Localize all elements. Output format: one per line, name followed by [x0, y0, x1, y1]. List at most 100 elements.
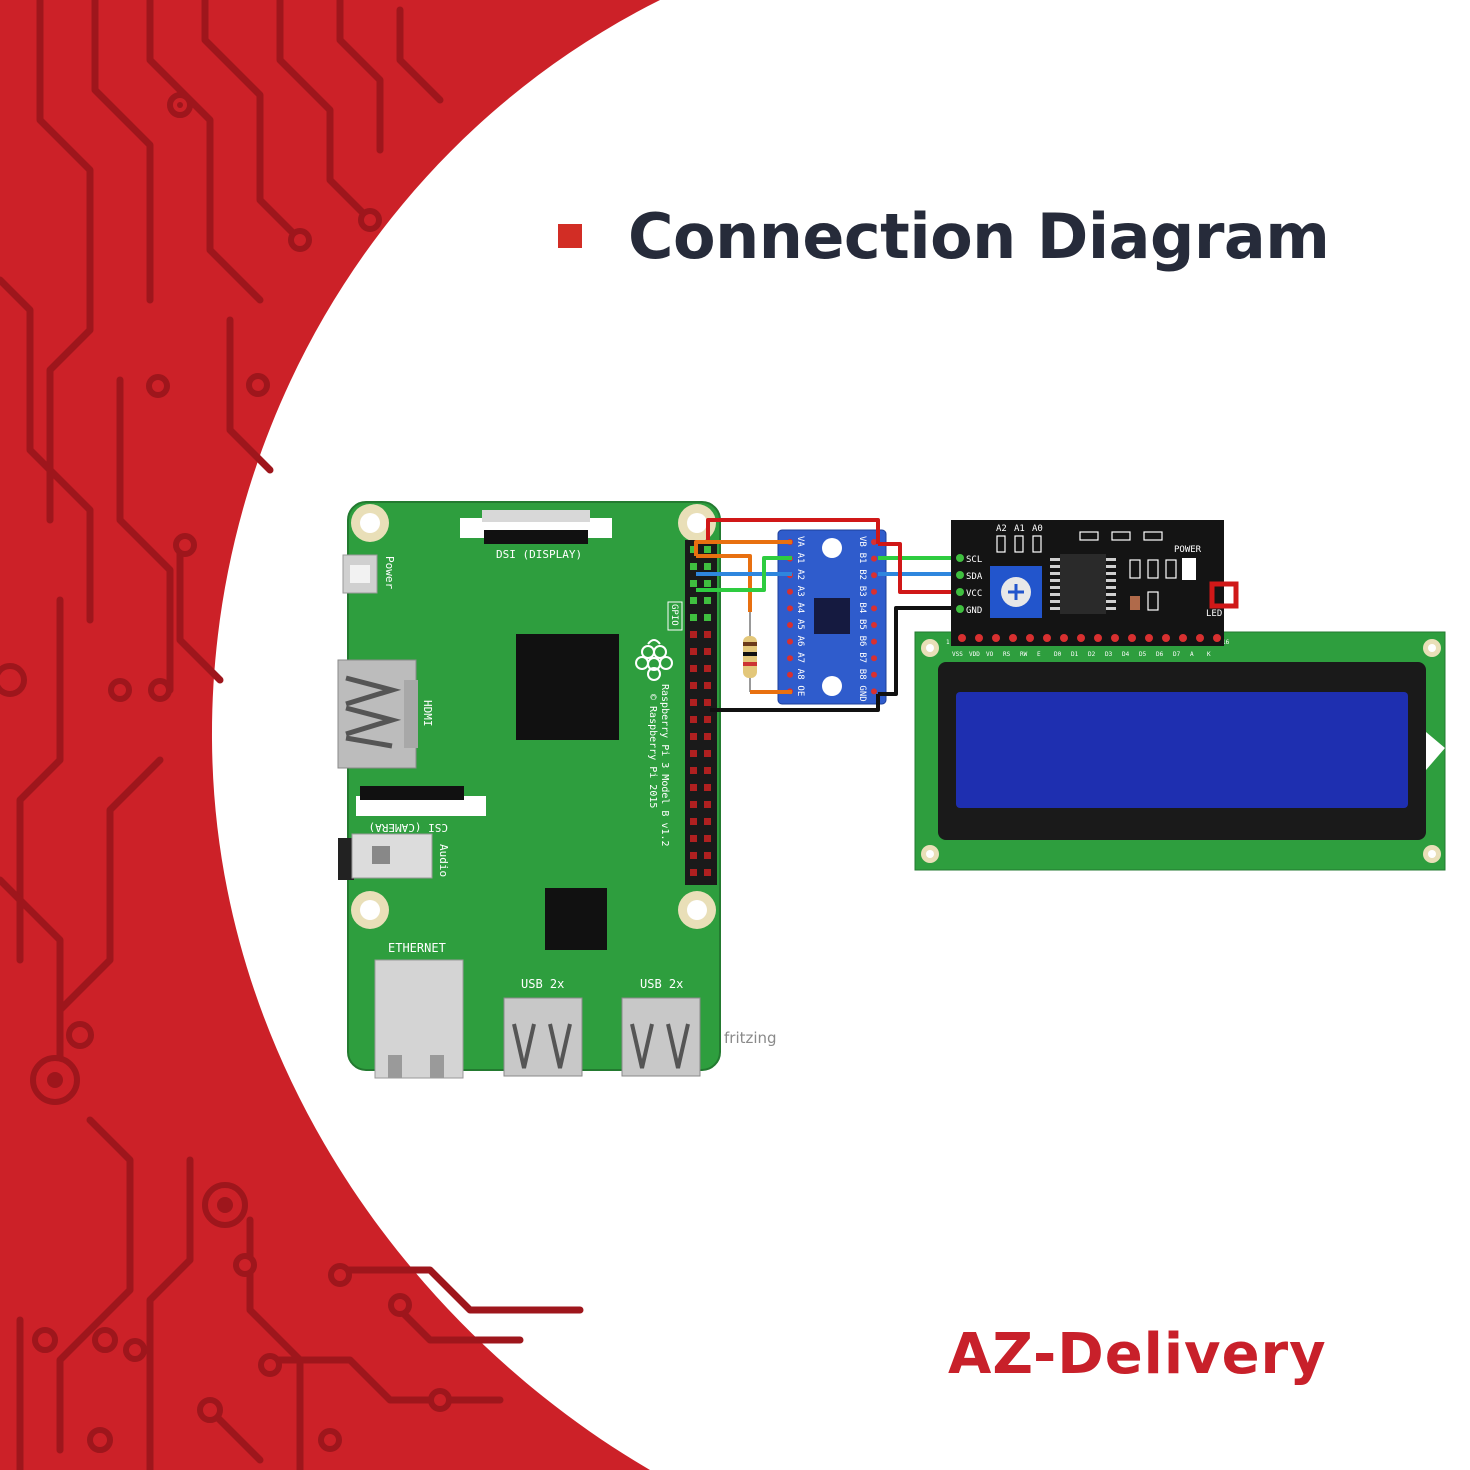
level-shifter-pin [787, 588, 793, 595]
gpio-pin [704, 597, 711, 604]
level-shifter-right-pin-label: B5 [857, 619, 867, 630]
dsi-connector [460, 510, 612, 544]
i2c-pin [956, 588, 964, 596]
i2c-power-label: POWER [1174, 545, 1202, 555]
title-area: Connection Diagram [558, 196, 1330, 276]
level-shifter-right-pin-label: GND [857, 685, 867, 701]
usb-port-2 [621, 997, 701, 1077]
lcd-pin-label: A [1190, 651, 1194, 658]
level-shifter-right-pin-label: B6 [857, 636, 867, 647]
lcd-pin-label: D1 [1071, 651, 1079, 658]
hdmi-label: HDMI [421, 700, 434, 727]
level-shifter-left-pin-label: A2 [795, 569, 805, 580]
lcd-pin-label: D7 [1173, 651, 1181, 658]
csi-label: CSI (CAMERA) [369, 821, 448, 834]
lcd-pin-label: E [1037, 651, 1041, 658]
gpio-pin [704, 648, 711, 655]
soc-chip [516, 634, 619, 740]
lcd-pin-label: D0 [1054, 651, 1062, 658]
wire-orange-3v3 [694, 540, 792, 556]
i2c-pin-label: SCL [966, 555, 982, 565]
led-jumper [1209, 581, 1239, 609]
address-jumper [996, 535, 1006, 553]
level-shifter-left-pin-label: A5 [795, 619, 805, 630]
hdmi-port [337, 659, 418, 769]
header-pin [1145, 634, 1153, 642]
level-shifter-left-pin-label: A6 [795, 636, 805, 647]
lcd-pin-label: D4 [1122, 651, 1130, 658]
gpio-pin [690, 682, 697, 689]
header-pin [1111, 634, 1119, 642]
gpio-pin [690, 563, 697, 570]
level-shifter-left-pin-label: VA [795, 536, 805, 547]
header-pin [1162, 634, 1170, 642]
gpio-pin [704, 631, 711, 638]
level-shifter-right-pin-label: B8 [857, 669, 867, 680]
header-pin [1043, 634, 1051, 642]
level-shifter-right-pin-label: B2 [857, 569, 867, 580]
gpio-pin [690, 852, 697, 859]
i2c-address-label: A1 [1014, 524, 1025, 534]
lcd-pin-start: 1 [946, 639, 950, 646]
gpio-pin [704, 818, 711, 825]
gpio-pin [704, 767, 711, 774]
level-shifter-pin [871, 572, 877, 579]
copyright-label: © Raspberry Pi 2015 [647, 694, 658, 808]
power-led [1182, 558, 1196, 580]
gpio-pin [690, 835, 697, 842]
lcd-pin-label: D3 [1105, 651, 1113, 658]
header-pin [1196, 634, 1204, 642]
i2c-address-label: A2 [996, 524, 1007, 534]
gpio-pin [704, 563, 711, 570]
gpio-pin [704, 750, 711, 757]
gpio-pin [704, 869, 711, 876]
wire-red-5v [706, 518, 880, 544]
i2c-pin-label: GND [966, 606, 982, 616]
level-shifter-right-pin-label: B7 [857, 652, 867, 663]
header-pin [1009, 634, 1017, 642]
wire-green-sda [696, 556, 792, 592]
gpio-pin [704, 665, 711, 672]
lcd-screen [956, 692, 1408, 808]
i2c-pin [956, 554, 964, 562]
level-shifter-right-pin-label: B3 [857, 586, 867, 597]
level-shifter-left-pin-label: OE [795, 685, 805, 696]
level-shifter-pin [787, 655, 793, 662]
lcd-pin-label: VDD [969, 651, 980, 658]
usb-label-2: USB 2x [640, 977, 683, 991]
level-shifter-right-pin-label: B4 [857, 602, 867, 613]
gpio-pin [704, 801, 711, 808]
lcd-pin-label: D6 [1156, 651, 1164, 658]
level-shifter-left-pin-label: A7 [795, 652, 805, 663]
gpio-header [685, 540, 717, 885]
address-jumper [1014, 535, 1024, 553]
level-shifter-pin [871, 555, 877, 562]
lcd-pin-label: RS [1003, 651, 1011, 658]
gpio-pin [690, 750, 697, 757]
gpio-pin [704, 716, 711, 723]
page-title: Connection Diagram [628, 199, 1330, 273]
gpio-pin [690, 614, 697, 621]
level-shifter-pin [871, 671, 877, 678]
header-pin [975, 634, 983, 642]
i2c-pin [956, 605, 964, 613]
wire-orange-resistor [696, 554, 752, 612]
gpio-pin [704, 546, 711, 553]
level-shifter-pin [787, 605, 793, 612]
level-shifter-left-pin-label: A1 [795, 553, 805, 564]
gpio-pin [690, 631, 697, 638]
header-pin [992, 634, 1000, 642]
wire-black-gnd [710, 694, 880, 712]
header-pin [1094, 634, 1102, 642]
ethernet-port [374, 959, 464, 1079]
gpio-pin [690, 801, 697, 808]
model-label: Raspberry Pi 3 Model B v1.2 [659, 684, 670, 847]
pcf8574-chip [1060, 554, 1106, 614]
level-shifter-right-pin-label: B1 [857, 553, 867, 564]
ethernet-label: ETHERNET [388, 941, 446, 955]
level-shifter-pin [871, 688, 877, 695]
